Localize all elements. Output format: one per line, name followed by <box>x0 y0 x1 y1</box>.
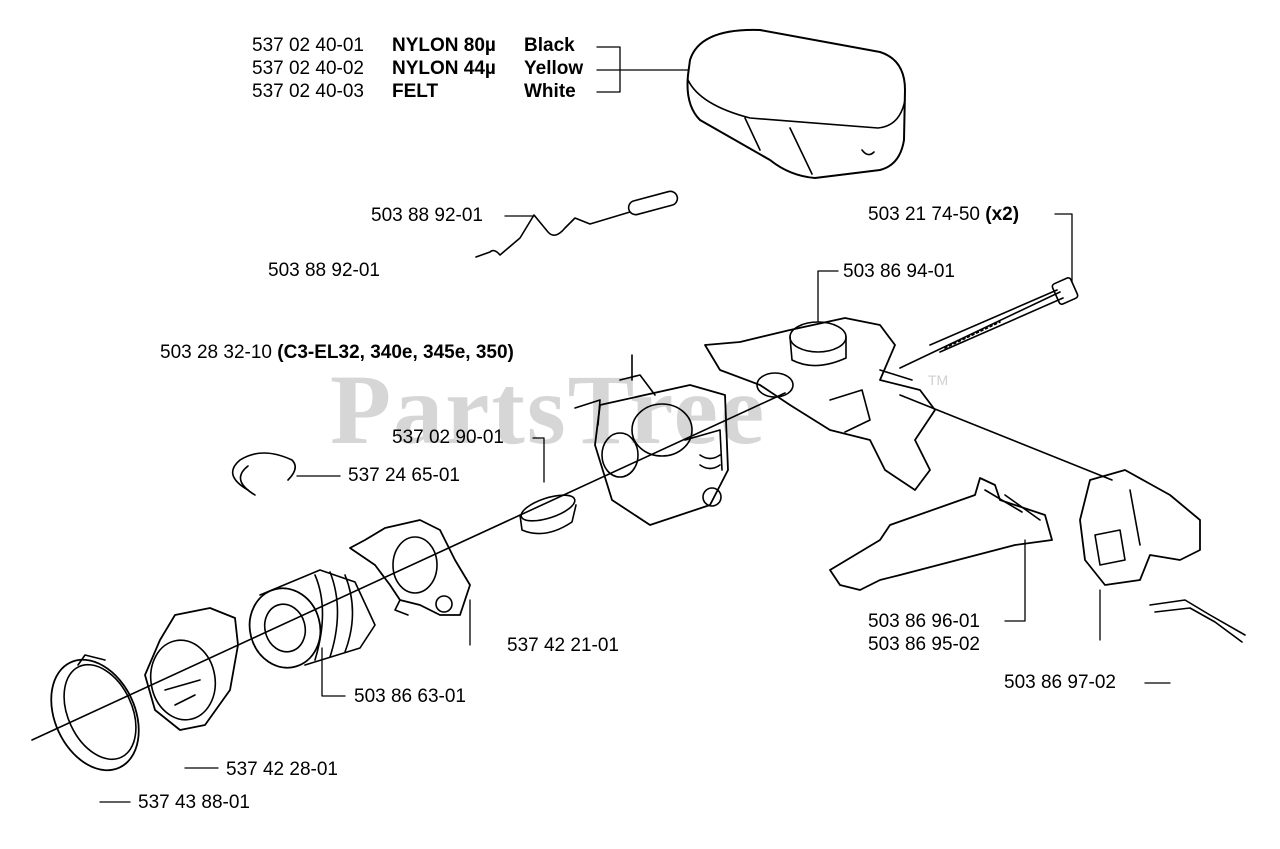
assembly-axis-line-right <box>899 394 1113 481</box>
filter-row-1-part: 537 02 40-01 <box>252 35 364 56</box>
label-throttle-lever-2[interactable]: 503 86 95-02 <box>868 634 980 655</box>
sleeve <box>519 494 577 535</box>
label-sleeve[interactable]: 537 02 90-01 <box>392 427 504 448</box>
circlip <box>231 452 296 496</box>
carburetor <box>574 354 729 526</box>
filter-row-3-color: White <box>524 81 576 102</box>
label-throttle-lever-1[interactable]: 503 86 96-01 <box>868 611 980 632</box>
air-filter-cover <box>686 28 906 179</box>
throttle-lever <box>829 477 1053 591</box>
choke-rod <box>475 190 679 258</box>
watermark-trademark: TM <box>928 372 949 388</box>
label-circlip[interactable]: 537 24 65-01 <box>348 465 460 486</box>
label-bolt[interactable]: 503 21 74-50 (x2) <box>868 204 1019 226</box>
leader-lines <box>99 46 1171 803</box>
filter-row-1-material: NYLON 80µ <box>392 35 496 56</box>
watermark: PartsTree <box>330 354 767 465</box>
bolt <box>929 277 1079 353</box>
filter-row-3-material: FELT <box>392 81 439 102</box>
intake-guide <box>144 607 239 731</box>
assembly-axis-line <box>31 392 786 741</box>
hose-clamp <box>50 654 140 772</box>
filter-row-2-material: NYLON 44µ <box>392 58 496 79</box>
label-hose-clamp[interactable]: 537 43 88-01 <box>138 792 250 813</box>
label-throttle-trigger[interactable]: 503 86 97-02 <box>1004 672 1116 693</box>
label-bolt-qty: (x2) <box>985 204 1020 225</box>
filter-row-2-part: 537 02 40-02 <box>252 58 364 79</box>
throttle-trigger <box>1079 469 1246 643</box>
intake-manifold <box>248 569 376 669</box>
flange <box>349 519 471 616</box>
filter-row-3-part: 537 02 40-03 <box>252 81 364 102</box>
label-carb-holder[interactable]: 503 86 94-01 <box>843 261 955 282</box>
label-choke-rod-alt[interactable]: 503 88 92-01 <box>268 260 380 281</box>
label-bolt-part: 503 21 74-50 <box>868 204 980 225</box>
carburetor-holder <box>704 317 936 491</box>
filter-row-1-color: Black <box>524 35 575 56</box>
filter-row-2-color: Yellow <box>524 58 584 79</box>
label-intake-guide[interactable]: 537 42 28-01 <box>226 759 338 780</box>
label-carburetor-models: (C3-EL32, 340e, 345e, 350) <box>277 342 514 363</box>
label-intake-manifold[interactable]: 503 86 63-01 <box>354 686 466 707</box>
bolt-axis-line <box>899 291 1061 369</box>
label-flange[interactable]: 537 42 21-01 <box>507 635 619 656</box>
label-carburetor-part: 503 28 32-10 <box>160 342 272 363</box>
label-carburetor[interactable]: 503 28 32-10 (C3-EL32, 340e, 345e, 350) <box>160 342 514 364</box>
label-choke-rod[interactable]: 503 88 92-01 <box>371 205 483 226</box>
